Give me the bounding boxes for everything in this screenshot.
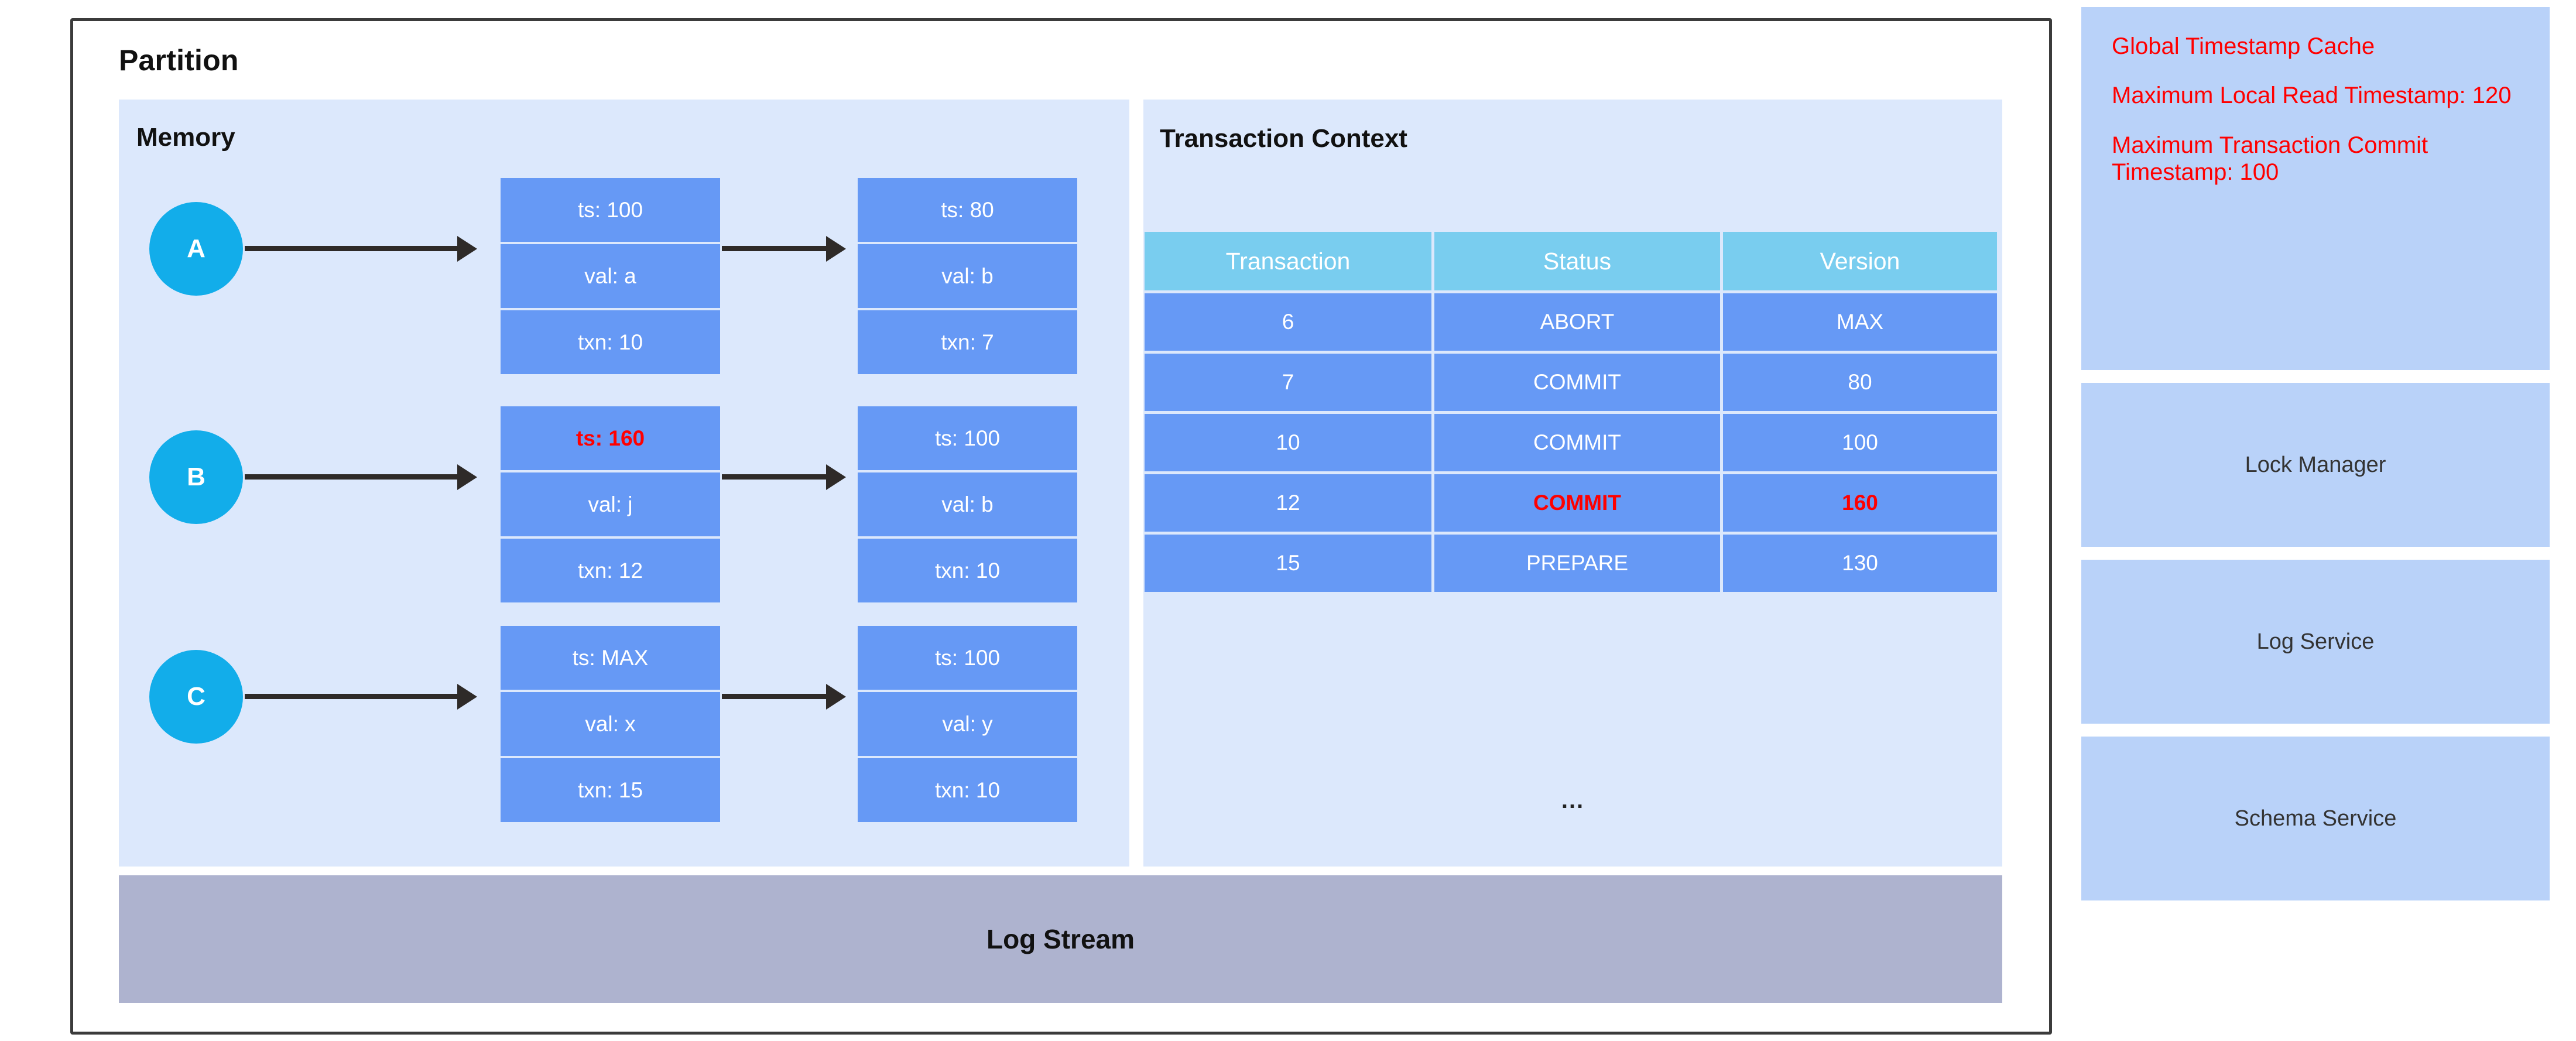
log-stream-label: Log Stream xyxy=(986,924,1135,954)
memory-cell-c2[interactable]: ts: 100 val: y txn: 10 xyxy=(858,626,1077,824)
cell-status: PREPARE xyxy=(1434,535,1720,592)
cell-b2-val: val: b xyxy=(858,472,1077,536)
table-row[interactable]: 7 COMMIT 80 xyxy=(1145,354,2002,414)
cell-a2-ts: ts: 80 xyxy=(858,178,1077,242)
memory-cell-b2[interactable]: ts: 100 val: b txn: 10 xyxy=(858,406,1077,605)
cell-a2-txn: txn: 7 xyxy=(858,310,1077,374)
memory-node-a-label: A xyxy=(187,234,205,263)
memory-node-b-label: B xyxy=(187,463,205,491)
cell-a2-val: val: b xyxy=(858,244,1077,308)
memory-node-b[interactable]: B xyxy=(149,430,243,524)
memory-row-b: B ts: 160 val: j txn: 12 ts: 100 val: b … xyxy=(119,406,1129,609)
arrow-c-to-cell1 xyxy=(245,694,458,699)
transaction-context-table: Transaction Status Version 6 ABORT MAX 7… xyxy=(1145,232,2002,595)
cell-b2-txn: txn: 10 xyxy=(858,539,1077,602)
cell-a1-val: val: a xyxy=(501,244,720,308)
memory-section-title: Memory xyxy=(136,123,235,152)
sidebar: Global Timestamp Cache Maximum Local Rea… xyxy=(2081,7,2550,913)
cell-b1-val: val: j xyxy=(501,472,720,536)
table-row[interactable]: 15 PREPARE 130 xyxy=(1145,535,2002,595)
memory-node-c[interactable]: C xyxy=(149,650,243,744)
cell-transaction: 12 xyxy=(1145,474,1431,532)
memory-row-a: A ts: 100 val: a txn: 10 ts: 80 val: b t… xyxy=(119,178,1129,381)
memory-cell-c1[interactable]: ts: MAX val: x txn: 15 xyxy=(501,626,720,824)
table-row[interactable]: 6 ABORT MAX xyxy=(1145,293,2002,354)
cell-transaction: 6 xyxy=(1145,293,1431,351)
global-timestamp-cache-panel: Global Timestamp Cache Maximum Local Rea… xyxy=(2081,7,2550,370)
log-service-label: Log Service xyxy=(2256,629,2375,654)
arrow-a-to-cell1-head xyxy=(457,236,477,262)
log-stream-bar: Log Stream xyxy=(119,875,2002,1003)
memory-cell-a1[interactable]: ts: 100 val: a txn: 10 xyxy=(501,178,720,376)
memory-row-c: C ts: MAX val: x txn: 15 ts: 100 val: y … xyxy=(119,626,1129,828)
arrow-cell1-to-cell2-a xyxy=(722,246,827,251)
log-service-panel[interactable]: Log Service xyxy=(2081,560,2550,724)
arrow-c-to-cell1-head xyxy=(457,684,477,710)
table-row[interactable]: 10 COMMIT 100 xyxy=(1145,414,2002,474)
column-header-status: Status xyxy=(1434,232,1720,290)
arrow-b-to-cell1 xyxy=(245,474,458,480)
memory-panel: Memory A ts: 100 val: a txn: 10 ts: 80 v… xyxy=(119,100,1129,867)
cell-transaction: 10 xyxy=(1145,414,1431,471)
cell-c2-ts: ts: 100 xyxy=(858,626,1077,690)
table-more-ellipsis: ... xyxy=(1561,787,1585,813)
memory-node-c-label: C xyxy=(187,682,205,711)
arrow-cell1-to-cell2-b xyxy=(722,474,827,480)
cell-version: MAX xyxy=(1723,293,1997,351)
partition-frame: Partition Memory A ts: 100 val: a txn: 1… xyxy=(70,18,2052,1035)
cell-status: ABORT xyxy=(1434,293,1720,351)
arrow-cell1-to-cell2-b-head xyxy=(826,464,846,490)
cell-version: 160 xyxy=(1723,474,1997,532)
table-header-row: Transaction Status Version xyxy=(1145,232,2002,293)
memory-node-a[interactable]: A xyxy=(149,202,243,296)
max-transaction-commit-timestamp: Maximum Transaction Commit Timestamp: 10… xyxy=(2112,132,2428,186)
lock-manager-panel[interactable]: Lock Manager xyxy=(2081,383,2550,547)
cell-c1-ts: ts: MAX xyxy=(501,626,720,690)
transaction-context-panel: Transaction Context Transaction Status V… xyxy=(1143,100,2002,867)
cell-status: COMMIT xyxy=(1434,414,1720,471)
arrow-cell1-to-cell2-a-head xyxy=(826,236,846,262)
cell-a1-ts: ts: 100 xyxy=(501,178,720,242)
cell-b1-txn: txn: 12 xyxy=(501,539,720,602)
cell-version: 100 xyxy=(1723,414,1997,471)
cell-c1-val: val: x xyxy=(501,692,720,756)
cell-version: 80 xyxy=(1723,354,1997,411)
column-header-transaction: Transaction xyxy=(1145,232,1431,290)
cell-c2-val: val: y xyxy=(858,692,1077,756)
cell-b2-ts: ts: 100 xyxy=(858,406,1077,470)
cell-c1-txn: txn: 15 xyxy=(501,758,720,822)
cell-c2-txn: txn: 10 xyxy=(858,758,1077,822)
partition-title: Partition xyxy=(119,44,239,77)
lock-manager-label: Lock Manager xyxy=(2245,452,2386,477)
cell-b1-ts: ts: 160 xyxy=(501,406,720,470)
arrow-a-to-cell1 xyxy=(245,246,458,251)
arrow-b-to-cell1-head xyxy=(457,464,477,490)
arrow-cell1-to-cell2-c-head xyxy=(826,684,846,710)
cell-status: COMMIT xyxy=(1434,474,1720,532)
memory-cell-b1[interactable]: ts: 160 val: j txn: 12 xyxy=(501,406,720,605)
column-header-version: Version xyxy=(1723,232,1997,290)
cell-a1-txn: txn: 10 xyxy=(501,310,720,374)
cell-transaction: 7 xyxy=(1145,354,1431,411)
memory-cell-a2[interactable]: ts: 80 val: b txn: 7 xyxy=(858,178,1077,376)
schema-service-panel[interactable]: Schema Service xyxy=(2081,737,2550,900)
transaction-context-title: Transaction Context xyxy=(1160,124,1407,153)
cell-transaction: 15 xyxy=(1145,535,1431,592)
table-row[interactable]: 12 COMMIT 160 xyxy=(1145,474,2002,535)
max-local-read-timestamp: Maximum Local Read Timestamp: 120 xyxy=(2112,83,2512,109)
cell-status: COMMIT xyxy=(1434,354,1720,411)
arrow-cell1-to-cell2-c xyxy=(722,694,827,699)
cell-version: 130 xyxy=(1723,535,1997,592)
global-timestamp-cache-title: Global Timestamp Cache xyxy=(2112,33,2375,59)
schema-service-label: Schema Service xyxy=(2234,806,2397,831)
